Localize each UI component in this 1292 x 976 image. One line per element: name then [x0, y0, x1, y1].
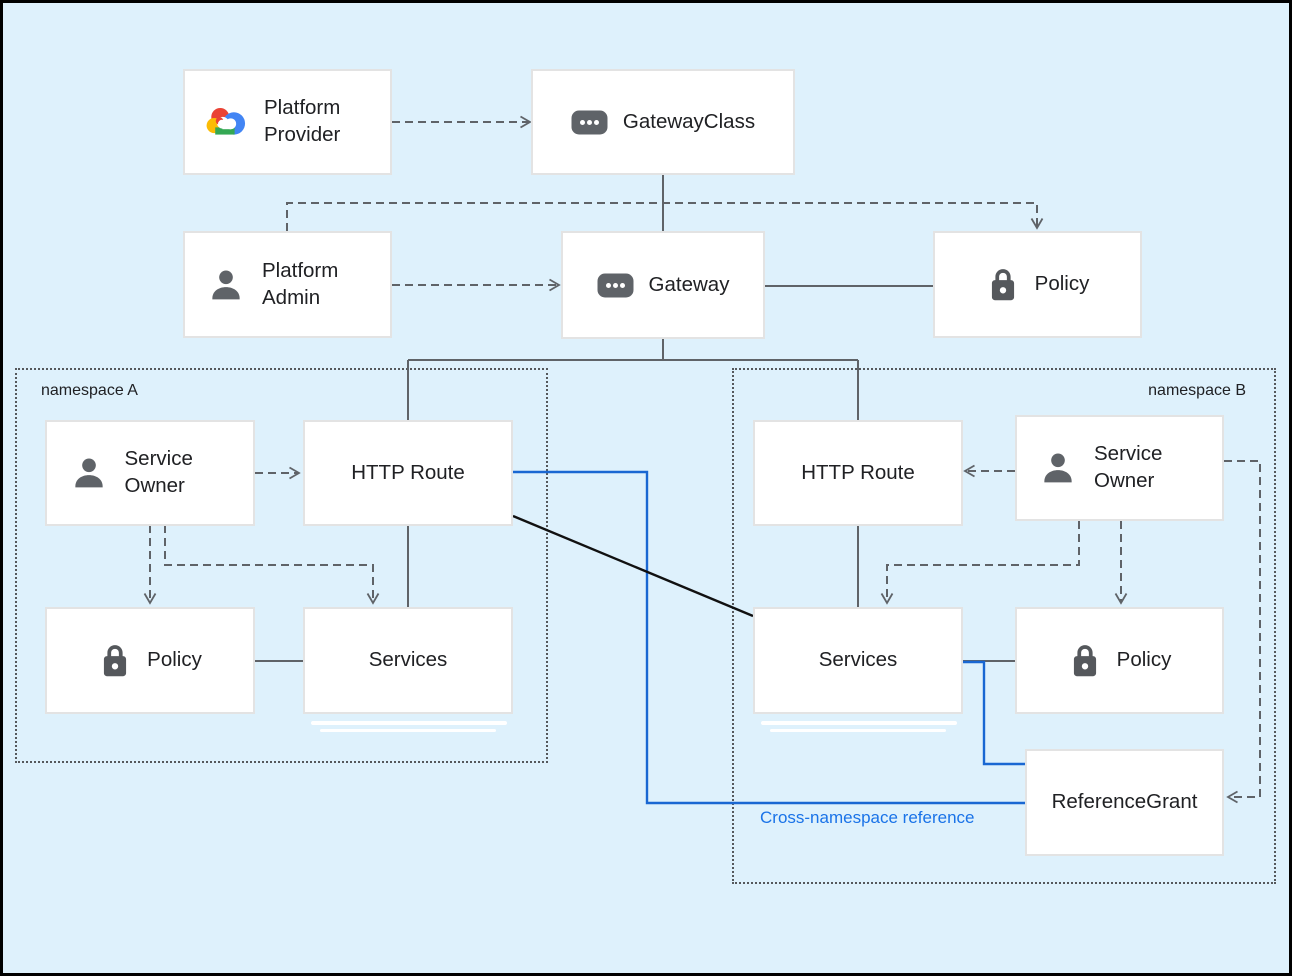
lock-icon	[98, 643, 132, 679]
resource-chip-icon	[597, 273, 634, 298]
node-gateway: Gateway	[561, 231, 765, 339]
services-a-stack-line	[320, 729, 496, 732]
node-policy-b: Policy	[1015, 607, 1224, 714]
namespace-a-boundary	[15, 368, 548, 763]
node-label: Gateway	[648, 272, 730, 296]
node-label: Platform Provider	[264, 96, 341, 146]
node-label: ReferenceGrant	[1051, 790, 1198, 814]
connector-layer	[143, 115, 1261, 805]
services-b-stack-line	[761, 721, 957, 725]
connector-services-b-referencegrant	[963, 660, 1025, 766]
google-cloud-icon	[203, 103, 249, 141]
node-label: Platform Admin	[262, 258, 339, 309]
node-label: Policy	[1116, 648, 1172, 672]
node-label: Services	[368, 648, 448, 672]
node-gatewayclass: GatewayClass	[531, 69, 795, 175]
dashed-gray-arrows	[143, 115, 1261, 804]
node-policy-a: Policy	[45, 607, 255, 714]
connector-cross-namespace-reference	[513, 470, 1025, 805]
node-label: Policy	[1034, 272, 1090, 296]
node-services-b: Services	[753, 607, 963, 714]
node-label: HTTP Route	[801, 460, 915, 484]
node-label: Service Owner	[1094, 442, 1163, 492]
node-reference-grant: ReferenceGrant	[1025, 749, 1224, 856]
cross-namespace-reference-label: Cross-namespace reference	[760, 808, 975, 827]
node-service-owner-a: Service Owner	[45, 420, 255, 526]
node-service-owner-b: Service Owner	[1015, 415, 1224, 521]
services-b-stack-line	[770, 729, 946, 732]
node-label: GatewayClass	[622, 109, 756, 133]
node-label: Policy	[147, 648, 202, 672]
blue-reference-connectors	[513, 470, 1025, 805]
namespace-b-label: namespace B	[1148, 382, 1246, 399]
node-http-route-b: HTTP Route	[753, 420, 963, 526]
lock-icon	[986, 267, 1020, 303]
node-http-route-a: HTTP Route	[303, 420, 513, 526]
person-icon	[1037, 447, 1079, 489]
connector-httproute-a-services-b	[512, 514, 754, 618]
namespace-a-label: namespace A	[41, 382, 138, 399]
resource-chip-icon	[571, 110, 608, 135]
node-platform-admin: Platform Admin	[183, 231, 392, 338]
node-label: Services	[818, 648, 898, 672]
connector-gateway-httproutes	[407, 339, 859, 421]
node-policy-top: Policy	[933, 231, 1142, 338]
services-a-stack-line	[311, 721, 507, 725]
node-label: Service Owner	[124, 447, 193, 497]
arrow-admin-policy	[286, 202, 1044, 231]
person-icon	[205, 264, 247, 306]
arrow-owner-a-services-a	[164, 525, 380, 605]
arrow-owner-b-services-b	[880, 521, 1080, 605]
node-label: HTTP Route	[351, 460, 465, 484]
namespace-b-boundary	[732, 368, 1276, 884]
arrow-owner-b-referencegrant	[1224, 460, 1261, 804]
node-platform-provider: Platform Provider	[183, 69, 392, 175]
lock-icon	[1068, 643, 1102, 679]
person-icon	[68, 452, 110, 494]
node-services-a: Services	[303, 607, 513, 714]
